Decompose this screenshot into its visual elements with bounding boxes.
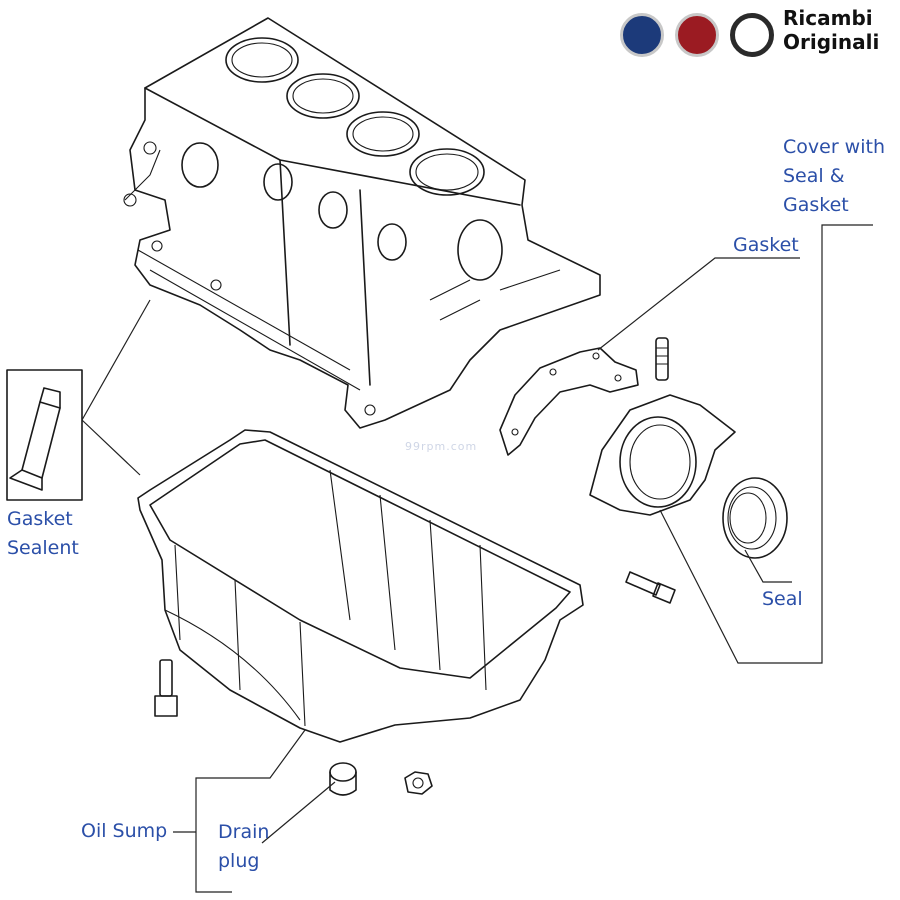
label-cover-line2: Seal & — [783, 165, 845, 187]
sealant-tube — [6, 299, 151, 501]
label-gasket-sealant: Gasket Sealent — [7, 505, 79, 563]
watermark: 99rpm.com — [405, 440, 478, 453]
label-sealant-line2: Sealent — [7, 537, 79, 559]
cover-bolt — [625, 571, 676, 604]
label-drain-plug: Drain plug — [218, 818, 269, 876]
lancia-logo — [620, 13, 664, 57]
drain-plug-part — [329, 762, 357, 796]
rear-gasket — [499, 347, 639, 456]
brand-title-line2: Originali — [783, 30, 880, 54]
label-cover-line3: Gasket — [783, 194, 849, 216]
nut — [404, 771, 433, 795]
label-drain-line2: plug — [218, 850, 260, 872]
label-drain-line1: Drain — [218, 821, 270, 843]
label-cover-with-seal-gasket: Cover with Seal & Gasket — [783, 133, 885, 220]
engine-block — [123, 17, 601, 429]
brand-title-line1: Ricambi — [783, 6, 873, 30]
leader-lines — [173, 224, 873, 893]
stud — [655, 337, 669, 381]
label-oil-sump: Oil Sump — [81, 820, 168, 842]
alfa-romeo-logo — [730, 13, 774, 57]
label-seal: Seal — [762, 588, 803, 610]
seal-ring — [722, 477, 788, 559]
label-cover-line1: Cover with — [783, 136, 885, 158]
fiat-logo — [675, 13, 719, 57]
sump-bolt — [154, 659, 178, 717]
label-gasket: Gasket — [733, 234, 799, 256]
rear-cover — [589, 394, 736, 516]
oil-sump — [137, 429, 584, 743]
label-sealant-line1: Gasket — [7, 508, 73, 530]
brand-title: Ricambi Originali — [783, 6, 879, 54]
